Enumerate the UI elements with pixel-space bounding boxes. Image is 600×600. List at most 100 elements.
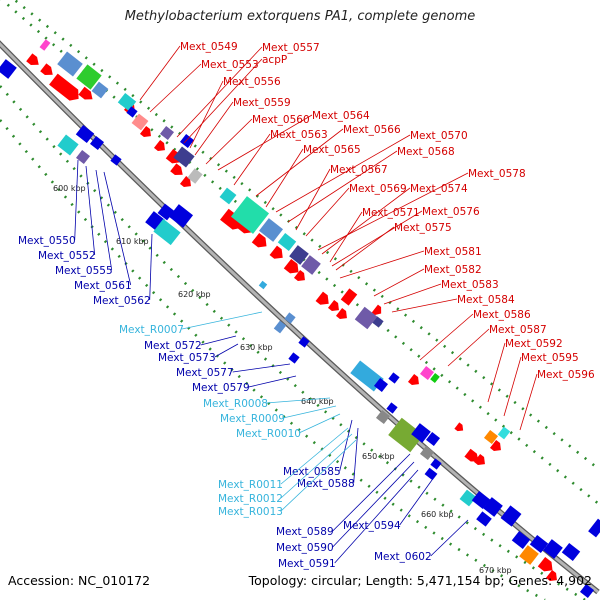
reverse-gene-feature <box>153 218 181 246</box>
genome-summary-text: Topology: circular; Length: 5,471,154 bp… <box>248 573 592 588</box>
reverse-gene-feature <box>419 445 435 461</box>
forward-gene-label: Mext_0576 <box>422 206 480 218</box>
forward-gene-feature <box>179 175 191 187</box>
reverse-gene-feature <box>117 92 137 112</box>
reverse-gene-feature <box>350 360 384 392</box>
forward-gene-leader <box>321 187 411 255</box>
forward-gene-feature <box>283 258 299 274</box>
reverse-gene-feature <box>561 542 581 562</box>
forward-gene-feature <box>340 288 358 306</box>
forward-gene-label: Mext_0578 <box>468 168 526 180</box>
forward-gene-leader <box>487 342 506 403</box>
reverse-gene-leader <box>232 363 291 373</box>
forward-gene-label: Mext_0583 <box>441 279 499 291</box>
rna-gene-label: Mext_R0007 <box>119 324 184 336</box>
forward-gene-label: Mext_0587 <box>489 324 547 336</box>
forward-gene-leader <box>331 210 423 267</box>
forward-gene-leader <box>139 45 181 101</box>
forward-gene-leader <box>391 298 458 313</box>
forward-gene-leader <box>447 328 490 367</box>
forward-gene-leader <box>329 211 363 263</box>
forward-gene-label: Mext_0582 <box>424 264 482 276</box>
reverse-gene-feature <box>219 187 237 205</box>
reverse-gene-feature <box>0 59 17 79</box>
reverse-gene-leader <box>200 335 237 346</box>
forward-gene-label: Mext_0553 <box>201 59 259 71</box>
forward-gene-leader <box>183 58 263 144</box>
reverse-gene-feature <box>375 409 391 425</box>
reverse-gene-leader <box>430 519 469 557</box>
forward-gene-feature <box>251 232 267 248</box>
forward-gene-leader <box>149 63 202 113</box>
forward-gene-leader <box>217 114 313 171</box>
reverse-gene-feature <box>500 505 522 527</box>
reverse-gene-label: Mext_0577 <box>176 367 234 379</box>
reverse-gene-feature <box>179 133 195 149</box>
forward-gene-leader <box>176 46 263 138</box>
tick-label: 600 kbp <box>53 184 86 193</box>
tick-label: 670 kbp <box>479 566 512 575</box>
rna-gene-label: Mext_R0011 <box>218 479 283 491</box>
rna-gene-leader <box>282 405 337 419</box>
forward-gene-label: Mext_0560 <box>252 114 310 126</box>
reverse-gene-feature <box>298 336 310 348</box>
forward-gene-feature <box>483 429 499 445</box>
reverse-gene-feature <box>168 204 194 228</box>
rna-gene-label: Mext_R0010 <box>236 428 301 440</box>
reverse-gene-feature <box>373 377 389 393</box>
forward-gene-label: Mext_0569 <box>349 183 407 195</box>
reverse-gene-feature <box>388 417 424 453</box>
reverse-gene-label: Mext_0590 <box>276 542 334 554</box>
rna-gene-label: Mext_R0013 <box>218 506 283 518</box>
reverse-gene-label: Mext_0562 <box>93 295 151 307</box>
forward-gene-leader <box>503 356 522 417</box>
forward-gene-leader <box>287 150 398 223</box>
forward-gene-feature <box>327 299 339 311</box>
rna-gene-leader <box>265 397 331 404</box>
forward-gene-feature <box>78 86 93 100</box>
tick-ring-3 <box>0 119 546 600</box>
rna-gene-label: Mext_R0008 <box>203 398 268 410</box>
map-title: Methylobacterium extorquens PA1, complet… <box>124 9 476 24</box>
reverse-gene-leader <box>95 169 113 271</box>
reverse-gene-feature <box>372 316 384 328</box>
reverse-gene-label: Mext_0585 <box>283 466 341 478</box>
tick-label: 610 kbp <box>116 237 149 246</box>
reverse-gene-feature <box>471 490 491 510</box>
forward-gene-feature <box>131 113 149 131</box>
forward-gene-label: Mext_0559 <box>233 97 291 109</box>
forward-gene-feature <box>430 373 440 383</box>
reverse-gene-feature <box>258 280 268 290</box>
reverse-gene-label: Mext_0594 <box>343 520 401 532</box>
forward-gene-label: Mext_0571 <box>362 207 420 219</box>
forward-gene-label: Mext_0566 <box>343 124 401 136</box>
reverse-gene-feature <box>588 518 600 538</box>
forward-gene-feature <box>49 73 79 101</box>
reverse-gene-leader <box>85 165 96 256</box>
reverse-gene-feature <box>289 245 309 265</box>
reverse-gene-leader <box>334 469 419 564</box>
forward-gene-feature <box>489 439 501 451</box>
reverse-gene-leader <box>248 375 297 388</box>
reverse-gene-feature <box>230 196 270 234</box>
forward-gene-label: Mext_0564 <box>312 110 370 122</box>
reverse-gene-feature <box>110 154 122 166</box>
forward-gene-feature <box>371 304 382 315</box>
forward-gene-feature <box>464 448 479 462</box>
reverse-gene-feature <box>430 458 442 470</box>
reverse-gene-feature <box>354 306 378 330</box>
forward-gene-feature <box>153 139 165 151</box>
forward-gene-feature <box>419 365 435 381</box>
reverse-gene-feature <box>529 534 549 554</box>
forward-gene-label: Mext_0574 <box>410 183 468 195</box>
forward-gene-label: Mext_0596 <box>537 369 595 381</box>
reverse-gene-feature <box>284 312 296 324</box>
forward-gene-feature <box>537 556 553 572</box>
reverse-gene-label: Mext_0588 <box>297 478 355 490</box>
forward-gene-leader <box>295 168 331 231</box>
forward-gene-feature <box>545 569 557 581</box>
forward-gene-leader <box>339 250 425 279</box>
reverse-gene-feature <box>76 64 102 90</box>
